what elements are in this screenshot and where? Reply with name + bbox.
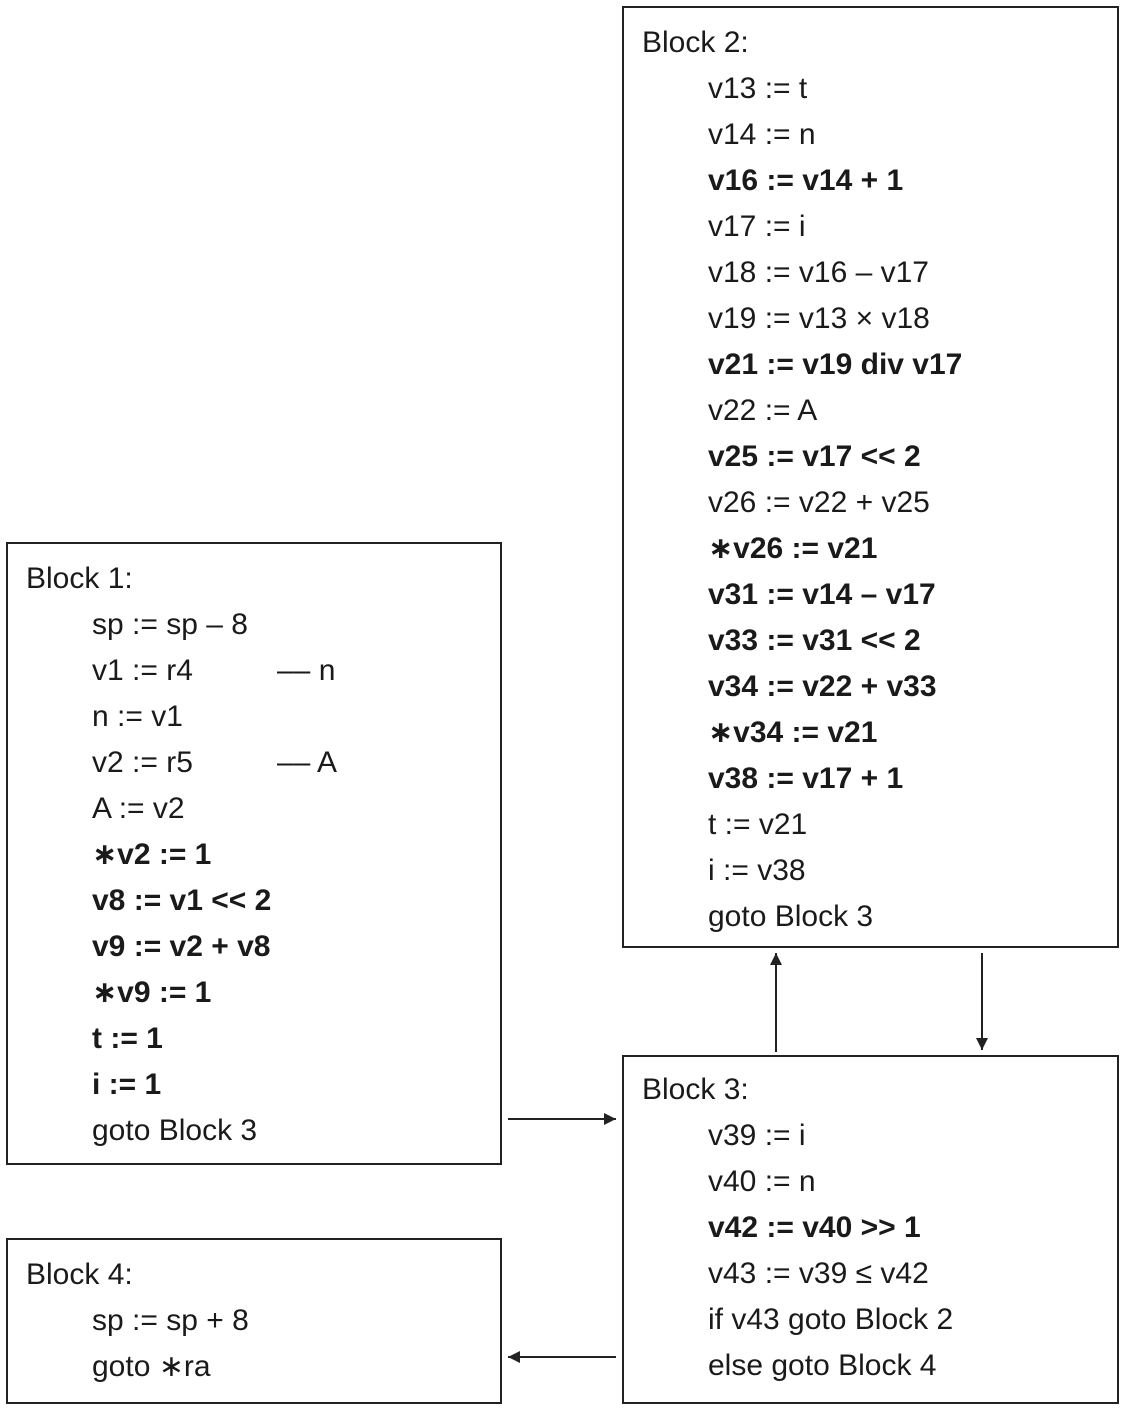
code-line: v40 := n [708,1159,953,1205]
code-statement: v8 := v1 << 2 [92,884,272,917]
code-line: n := v1 [92,694,271,740]
code-statement: v39 := i [708,1119,806,1152]
code-line: v39 := i [708,1113,953,1159]
code-statement: v26 := v22 + v25 [708,486,930,519]
code-statement: v42 := v40 >> 1 [708,1211,921,1244]
code-line: v1 := r4 –– n [92,648,335,694]
code-statement: v14 := n [708,118,816,151]
code-statement: v34 := v22 + v33 [708,670,937,703]
code-statement: goto ∗ra [92,1350,211,1383]
code-statement: v18 := v16 – v17 [708,256,929,289]
code-statement: else goto Block 4 [708,1349,937,1382]
code-line: v38 := v17 + 1 [708,756,962,802]
code-statement: v22 := A [708,394,818,427]
block-4-title: Block 4: [26,1258,133,1291]
code-line: i := 1 [92,1062,271,1108]
code-statement: ∗v34 := v21 [708,716,878,749]
code-statement: v25 := v17 << 2 [708,440,921,473]
code-statement: v43 := v39 ≤ v42 [708,1257,929,1290]
code-statement: v31 := v14 – v17 [708,578,936,611]
code-statement: v16 := v14 + 1 [708,164,904,197]
code-line: v14 := n [708,112,962,158]
code-statement: i := v38 [708,854,806,887]
code-statement: ∗v26 := v21 [708,532,878,565]
block-3-title: Block 3: [642,1073,749,1106]
code-statement: v21 := v19 div v17 [708,348,963,381]
code-statement: v1 := r4 [92,654,193,687]
code-line: ∗v26 := v21 [708,526,962,572]
code-line: v16 := v14 + 1 [708,158,962,204]
code-line: v42 := v40 >> 1 [708,1205,953,1251]
code-statement: A := v2 [92,792,185,825]
code-line: t := 1 [92,1016,271,1062]
code-line: v18 := v16 – v17 [708,250,962,296]
code-comment: –– A [277,746,338,779]
code-statement: v40 := n [708,1165,816,1198]
code-statement: t := v21 [708,808,808,841]
code-statement: v19 := v13 × v18 [708,302,930,335]
code-line: v17 := i [708,204,962,250]
code-line: v25 := v17 << 2 [708,434,962,480]
code-statement: v38 := v17 + 1 [708,762,904,795]
code-line: goto Block 3 [92,1108,271,1154]
code-statement: ∗v2 := 1 [92,838,212,871]
code-statement: v9 := v2 + v8 [92,930,271,963]
block-2-code: v13 := t v14 := n v16 := v14 + 1 v17 := i v1… [708,66,962,940]
code-statement: goto Block 3 [92,1114,258,1147]
code-line: v26 := v22 + v25 [708,480,962,526]
block-2-title: Block 2: [642,26,749,59]
code-line: v21 := v19 div v17 [708,342,962,388]
code-statement: goto Block 3 [708,900,874,933]
code-line: ∗v9 := 1 [92,970,271,1016]
code-statement: v13 := t [708,72,808,105]
block-4: Block 4: sp := sp + 8 goto ∗ra [6,1238,502,1404]
code-statement: v2 := r5 [92,746,193,779]
code-line: v22 := A [708,388,962,434]
code-statement: sp := sp + 8 [92,1304,249,1337]
block-1: Block 1: sp := sp – 8 v1 := r4 –– n n := v1… [6,542,502,1165]
code-line: goto Block 3 [708,894,962,940]
code-line: sp := sp + 8 [92,1298,249,1344]
code-comment: –– n [277,654,336,687]
code-statement: v17 := i [708,210,806,243]
code-line: ∗v2 := 1 [92,832,271,878]
code-statement: ∗v9 := 1 [92,976,212,1009]
code-statement: i := 1 [92,1068,162,1101]
code-line: if v43 goto Block 2 [708,1297,953,1343]
code-line: t := v21 [708,802,962,848]
block-3-code: v39 := i v40 := n v42 := v40 >> 1 v43 := v3… [708,1113,953,1389]
code-line: ∗v34 := v21 [708,710,962,756]
code-statement: if v43 goto Block 2 [708,1303,954,1336]
code-line: v8 := v1 << 2 [92,878,271,924]
code-line: else goto Block 4 [708,1343,953,1389]
block-4-code: sp := sp + 8 goto ∗ra [92,1298,249,1390]
code-line: v31 := v14 – v17 [708,572,962,618]
code-statement: n := v1 [92,700,183,733]
code-line: A := v2 [92,786,271,832]
block-3: Block 3: v39 := i v40 := n v42 := v40 >> 1… [622,1055,1119,1404]
code-line: v43 := v39 ≤ v42 [708,1251,953,1297]
code-statement: sp := sp – 8 [92,608,248,641]
code-line: goto ∗ra [92,1344,249,1390]
code-statement: v33 := v31 << 2 [708,624,921,657]
block-1-title: Block 1: [26,562,133,595]
code-line: v9 := v2 + v8 [92,924,271,970]
code-line: v33 := v31 << 2 [708,618,962,664]
block-1-code: sp := sp – 8 v1 := r4 –– n n := v1 v2 := r5 –… [92,602,337,1154]
code-line: v13 := t [708,66,962,112]
code-line: sp := sp – 8 [92,602,271,648]
code-line: v2 := r5 –– A [92,740,337,786]
code-line: i := v38 [708,848,962,894]
code-statement: t := 1 [92,1022,163,1055]
code-line: v19 := v13 × v18 [708,296,962,342]
code-line: v34 := v22 + v33 [708,664,962,710]
